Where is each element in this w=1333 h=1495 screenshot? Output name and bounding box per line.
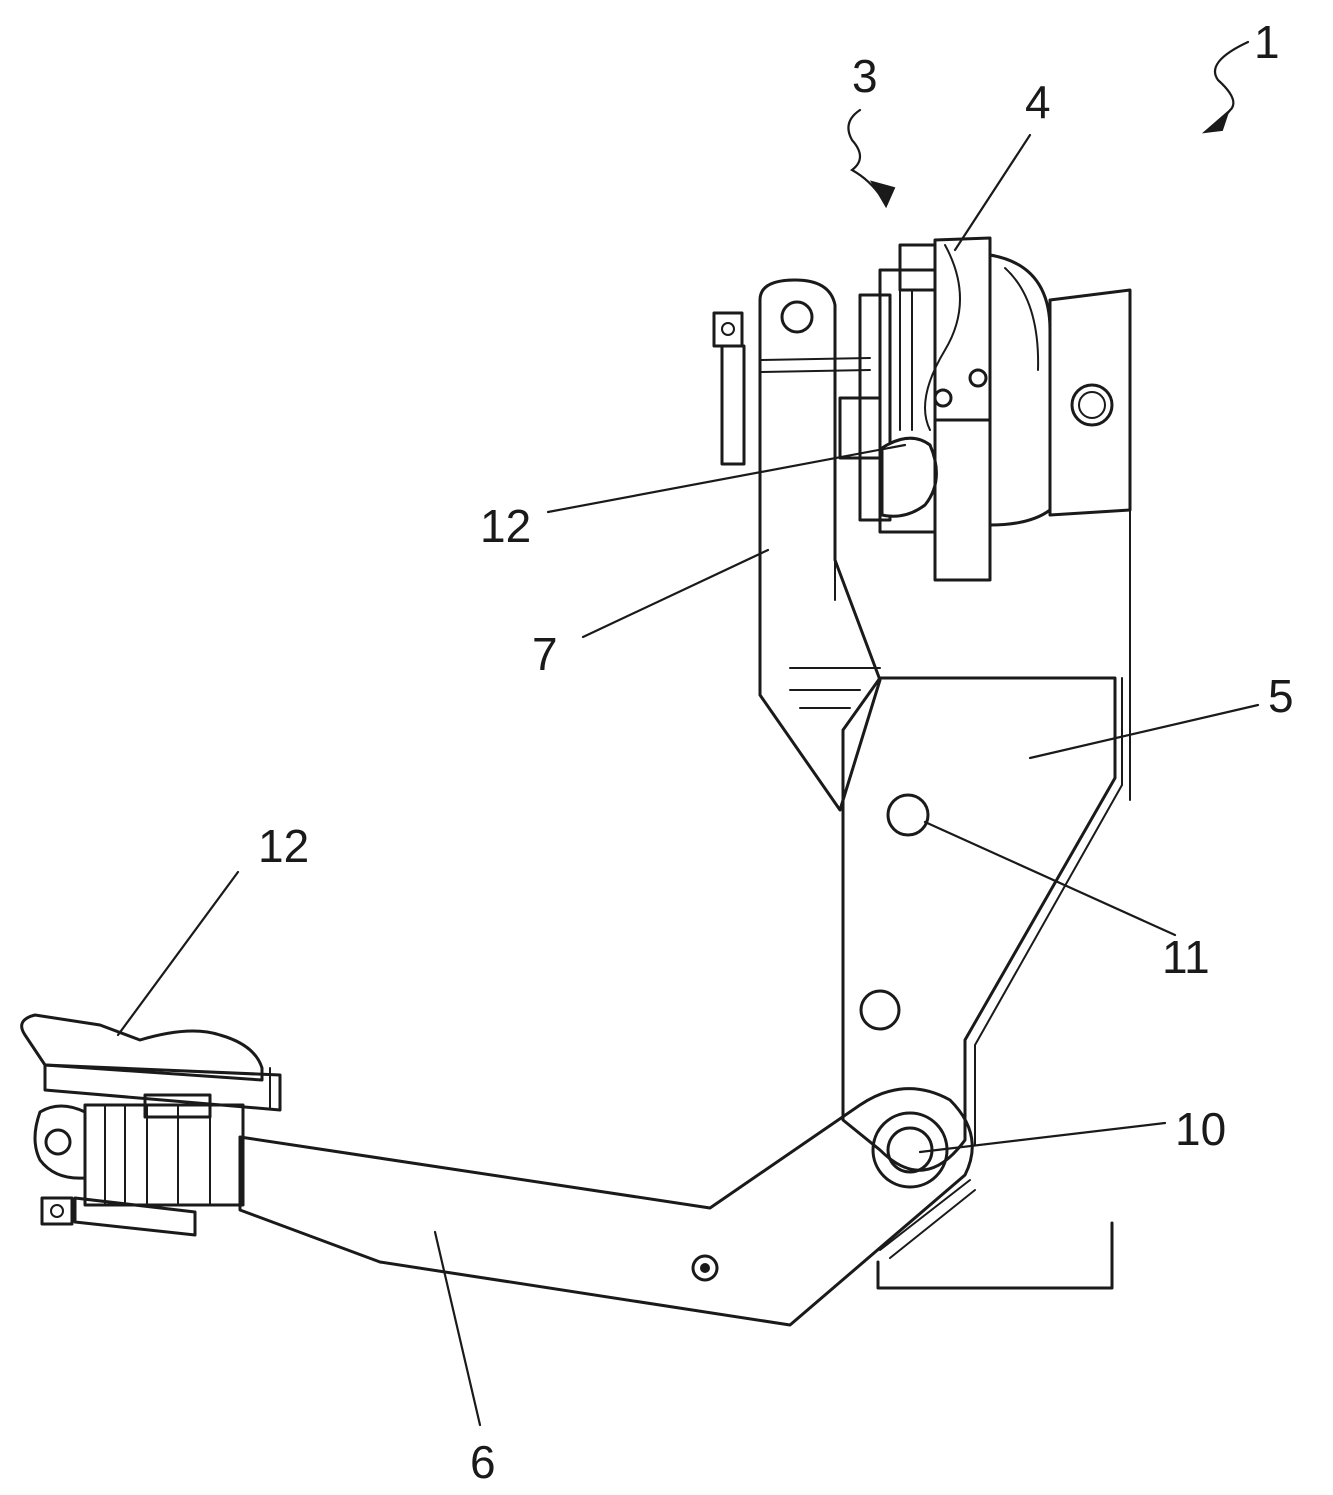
label-latch: 4 xyxy=(1025,76,1051,128)
arrow-unit xyxy=(847,108,884,200)
lower-pad-assembly xyxy=(20,1013,282,1237)
label-pivot-pin: 10 xyxy=(1175,1103,1226,1155)
label-assembly: 1 xyxy=(1254,16,1280,68)
lower-arm xyxy=(238,1087,1114,1327)
label-lower-arm: 6 xyxy=(470,1436,496,1488)
leader-latch xyxy=(953,133,1032,252)
leader-hole xyxy=(923,820,1177,937)
label-upper-arm: 7 xyxy=(532,628,558,680)
leader-plate xyxy=(1028,703,1260,760)
leader-lower-arm xyxy=(433,1230,482,1427)
reference-numerals: 1 3 4 12 7 5 11 12 10 6 xyxy=(116,16,1294,1488)
upper-arm xyxy=(758,278,882,812)
leader-upper-arm xyxy=(581,548,770,639)
label-pad-lower: 12 xyxy=(258,820,309,872)
arrow-assembly xyxy=(1213,40,1250,130)
plate xyxy=(841,289,1131,1172)
head-unit xyxy=(838,236,1132,582)
label-hole: 11 xyxy=(1162,931,1210,983)
label-pad-upper: 12 xyxy=(480,500,531,552)
key-pin xyxy=(712,311,746,466)
label-plate: 5 xyxy=(1268,670,1294,722)
leader-pivot-pin xyxy=(918,1121,1167,1154)
leader-pad-upper xyxy=(546,443,907,514)
leader-pad-lower xyxy=(116,870,240,1037)
label-unit: 3 xyxy=(852,50,878,102)
